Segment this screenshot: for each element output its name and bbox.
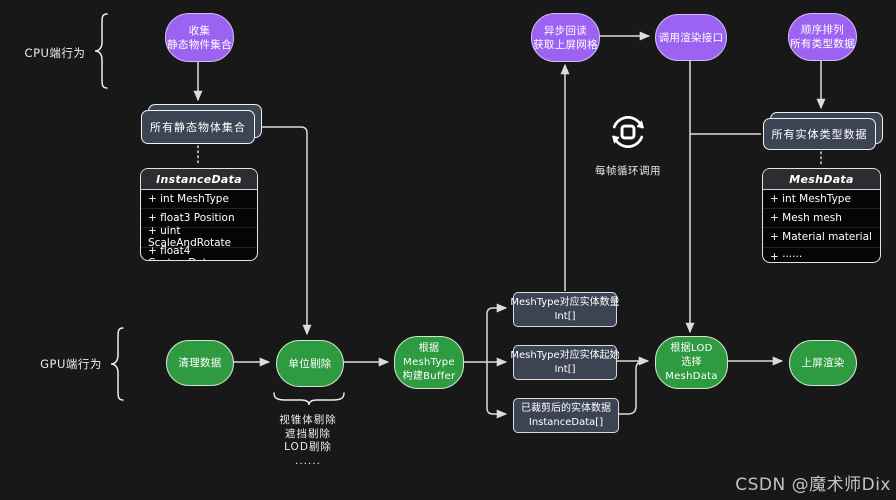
node-select-lod: 根据LOD 选择MeshData (655, 336, 728, 389)
node-call-render-api: 调用渲染接口 (655, 14, 727, 61)
watermark: CSDN @魔术师Dix (735, 475, 891, 495)
class-field: + uint ScaleAndRotate (141, 225, 257, 249)
gpu-brace-icon (110, 327, 124, 401)
node-clear-data: 清理数据 (166, 340, 234, 386)
loop-caption: 每帧循环调用 (595, 165, 661, 177)
culling-underbrace-icon (273, 392, 345, 406)
node-async-readback: 异步回读 获取上屏网格 (531, 13, 600, 62)
class-instance-data: InstanceData + int MeshType + float3 Pos… (140, 168, 258, 261)
class-field: + int MeshType (763, 190, 880, 210)
class-instance-data-title: InstanceData (141, 169, 257, 190)
class-field: + float3 Position (141, 209, 257, 229)
buffer-culled-box: 已裁剪后的实体数据 InstanceData[] (513, 398, 619, 433)
class-field: + Mesh mesh (763, 209, 880, 229)
class-mesh-data-title: MeshData (763, 169, 880, 190)
class-mesh-data: MeshData + int MeshType + Mesh mesh + Ma… (762, 168, 881, 263)
node-sort-all-types: 顺序排列 所有类型数据 (788, 13, 857, 61)
class-field: + int MeshType (141, 190, 257, 210)
buffer-count-box: MeshType对应实体数量 Int[] (510, 292, 620, 327)
store-entity-types-label: 所有实体类型数据 (763, 118, 876, 150)
node-collect-static-objects: 收集 静态物件集合 (165, 13, 234, 62)
gpu-section-label: GPU端行为 (40, 357, 102, 371)
loop-icon (611, 116, 645, 148)
node-unit-culling: 单位剔除 (276, 340, 344, 387)
class-field: + Material material (763, 228, 880, 248)
cpu-section-label: CPU端行为 (24, 46, 86, 60)
store-static-objects-label: 所有静态物体集合 (141, 110, 255, 144)
cpu-brace-icon (94, 13, 108, 89)
class-field: + ······ (770, 250, 803, 263)
node-render-screen: 上屏渲染 (789, 340, 857, 386)
class-field: + float4 CustomData (148, 244, 213, 260)
buffer-start-box: MeshType对应实体起始 Int[] (510, 345, 620, 380)
store-entity-types: 所有实体类型数据 (763, 112, 883, 150)
node-build-buffer: 根据MeshType 构建Buffer (394, 336, 464, 389)
culling-notes: 视锥体剔除 遮挡剔除 LOD剔除 ...... (279, 414, 337, 467)
store-static-objects: 所有静态物体集合 (141, 104, 262, 144)
